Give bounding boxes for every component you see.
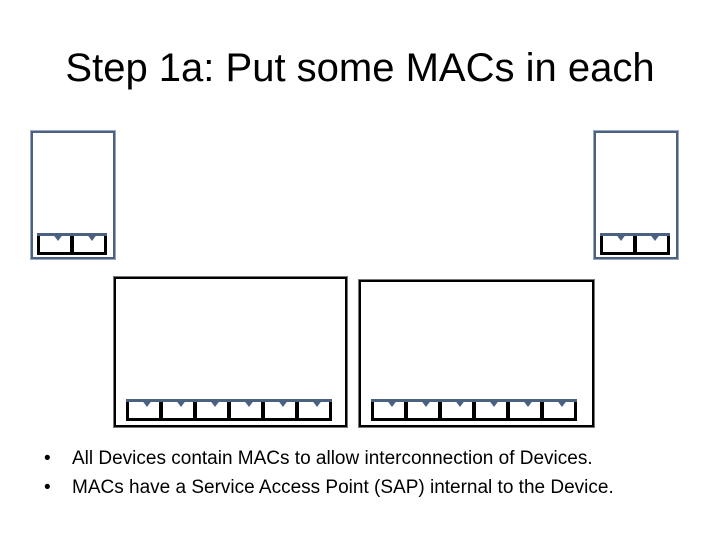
mac-block — [71, 233, 107, 255]
device-top-left — [31, 131, 115, 259]
mac-block — [541, 399, 577, 421]
sap-marker — [649, 233, 661, 241]
device-bottom-right — [359, 280, 594, 427]
bullet-item: All Devices contain MACs to allow interc… — [44, 444, 704, 473]
sap-marker — [277, 399, 289, 407]
mac-block — [194, 399, 230, 421]
mac-block — [473, 399, 509, 421]
sap-marker — [522, 399, 534, 407]
sap-marker — [556, 399, 568, 407]
sap-marker — [141, 399, 153, 407]
mac-block — [405, 399, 441, 421]
mac-block — [439, 399, 475, 421]
mac-block — [262, 399, 298, 421]
sap-marker — [488, 399, 500, 407]
sap-marker — [386, 399, 398, 407]
mac-block — [228, 399, 264, 421]
mac-block — [160, 399, 196, 421]
mac-block — [296, 399, 332, 421]
sap-marker — [420, 399, 432, 407]
mac-block — [507, 399, 543, 421]
mac-block — [37, 233, 73, 255]
slide-title: Step 1a: Put some MACs in each — [65, 46, 655, 90]
sap-marker — [52, 233, 64, 241]
device-top-right — [594, 131, 678, 259]
sap-marker — [311, 399, 323, 407]
sap-marker — [175, 399, 187, 407]
mac-block — [600, 233, 636, 255]
sap-marker — [615, 233, 627, 241]
sap-marker — [454, 399, 466, 407]
device-bottom-left — [114, 277, 347, 427]
sap-marker — [86, 233, 98, 241]
bullet-item: MACs have a Service Access Point (SAP) i… — [44, 473, 704, 502]
sap-marker — [243, 399, 255, 407]
mac-block — [634, 233, 670, 255]
bullet-list: All Devices contain MACs to allow interc… — [44, 444, 704, 502]
sap-marker — [209, 399, 221, 407]
mac-block — [371, 399, 407, 421]
mac-block — [126, 399, 162, 421]
